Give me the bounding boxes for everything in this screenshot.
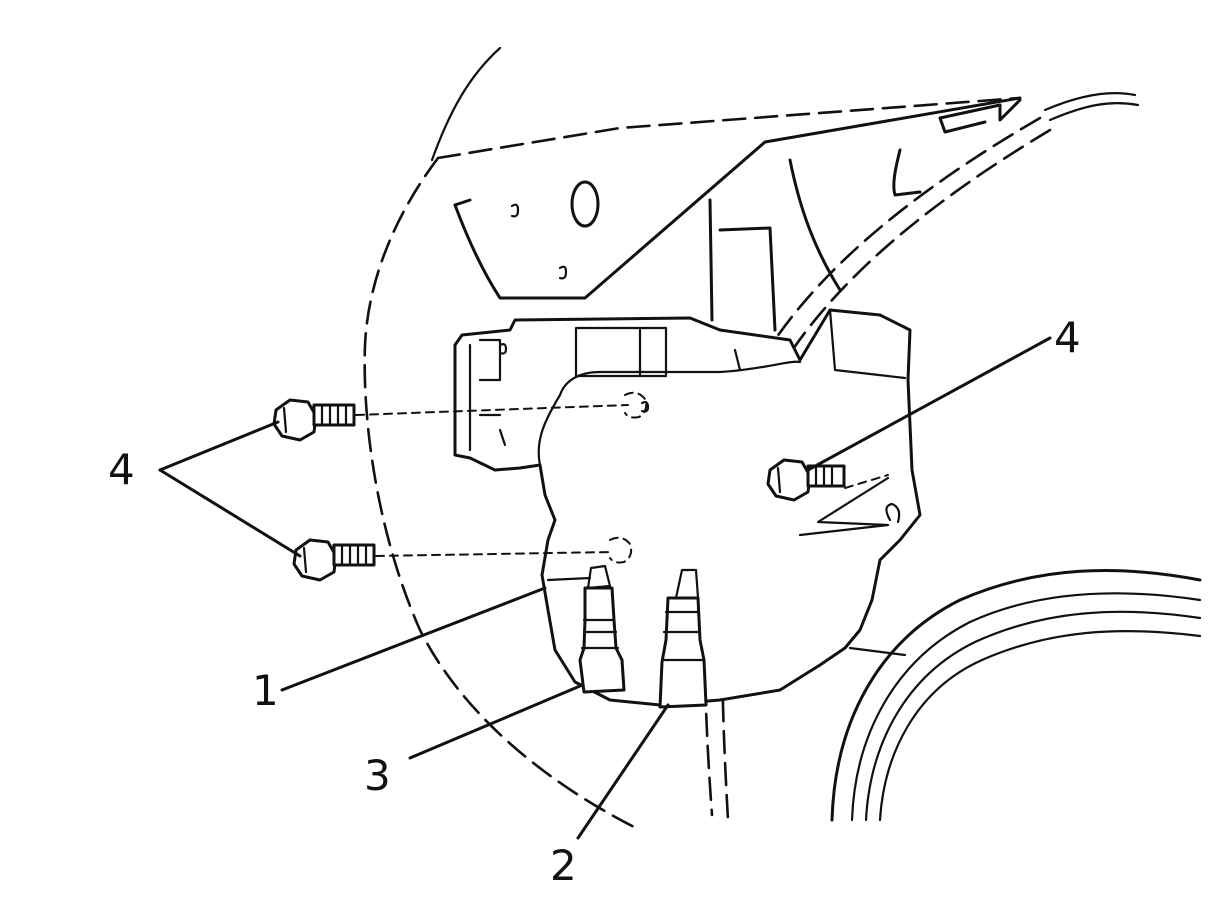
callout-label-hose-right: 2 [550, 841, 577, 890]
bolt-upper-left [272, 398, 356, 442]
bolt-right [766, 458, 846, 502]
callout-label-bolt-right: 4 [1054, 313, 1081, 362]
bolt-lower-left [292, 538, 376, 582]
callout-leader-lines [158, 336, 1052, 840]
callout-label-bolts-left: 4 [108, 445, 135, 494]
tire [830, 569, 1202, 822]
hose-connector-left [578, 564, 626, 694]
washer-fluid-reservoir [453, 308, 922, 707]
body-panel-outline [363, 46, 1022, 832]
bolt-alignment-lines [355, 391, 890, 564]
callout-label-reservoir: 1 [252, 666, 279, 715]
callout-label-hose-left: 3 [364, 751, 391, 800]
inner-fender-bracket [453, 96, 1022, 332]
hose-connector-right [658, 568, 708, 709]
